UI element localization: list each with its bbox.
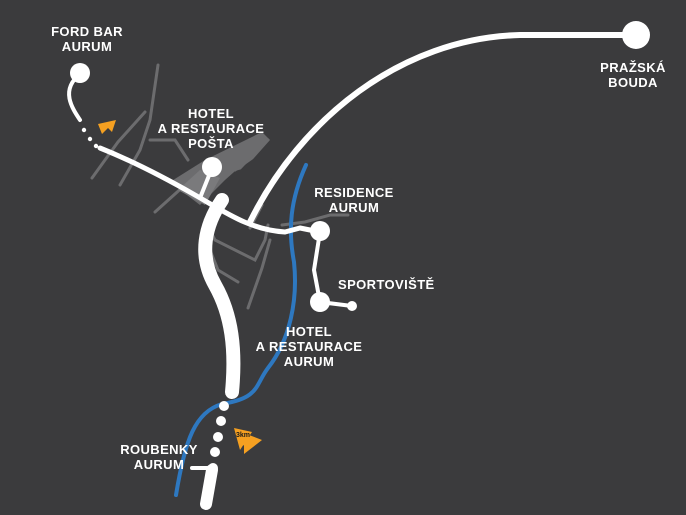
town-road <box>97 145 323 235</box>
orange-arrow-3km-icon <box>234 428 262 454</box>
label-roubenky-aurum[interactable]: ROUBENKY AURUM <box>120 442 198 472</box>
label-sportoviste[interactable]: SPORTOVIŠTĚ <box>338 277 435 292</box>
label-ford-bar-aurum[interactable]: FORD BAR AURUM <box>51 24 123 54</box>
main-road-dotted <box>210 401 229 457</box>
branch-residence <box>312 230 354 308</box>
hotel-posta-marker-icon[interactable] <box>202 157 222 177</box>
minor-roads <box>90 63 350 310</box>
road-prazska-bouda <box>247 32 638 225</box>
label-residence-aurum[interactable]: RESIDENCE AURUM <box>314 185 394 215</box>
orange-arrow-icon <box>98 120 116 134</box>
label-prazska-bouda[interactable]: PRAŽSKÁ BOUDA <box>600 60 666 90</box>
hotel-aurum-marker-icon[interactable] <box>310 292 330 312</box>
label-hotel-posta[interactable]: HOTEL A RESTAURACE POŠTA <box>157 106 265 151</box>
distance-marker: 3km <box>236 432 251 439</box>
main-road-end <box>200 464 218 510</box>
label-hotel-aurum[interactable]: HOTEL A RESTAURACE AURUM <box>255 324 363 369</box>
residence-aurum-marker-icon[interactable] <box>310 221 330 241</box>
ford-bar-marker-icon[interactable] <box>70 63 90 83</box>
ford-bar-dotted <box>81 127 99 149</box>
prazska-bouda-marker-icon[interactable] <box>622 21 650 49</box>
main-road <box>198 193 241 399</box>
roubenky-marker-icon[interactable] <box>208 463 218 473</box>
location-dots <box>70 21 650 473</box>
sportoviste-marker-icon[interactable] <box>347 301 357 311</box>
